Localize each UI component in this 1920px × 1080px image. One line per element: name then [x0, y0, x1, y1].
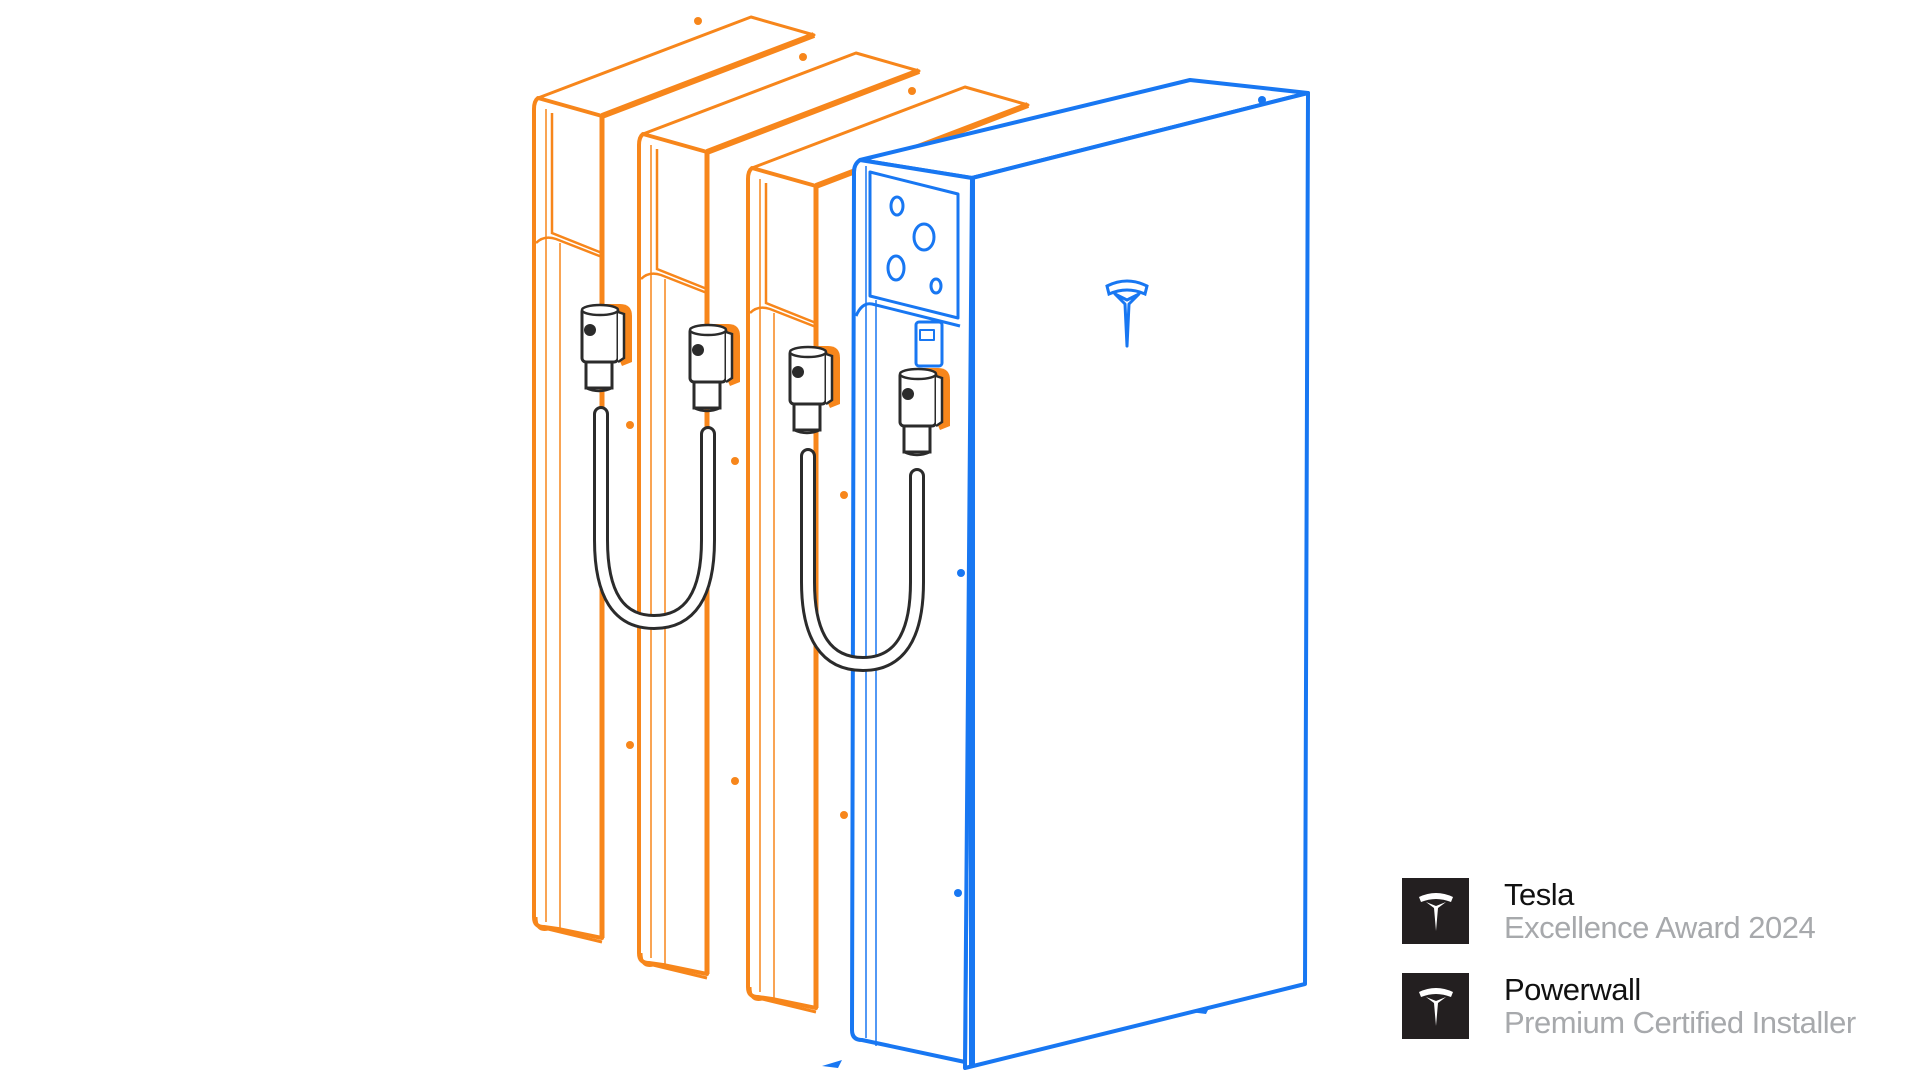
- connector-1: [580, 302, 634, 393]
- link-cable-2: [800, 448, 925, 673]
- award-badge-excellence: Tesla Excellence Award 2024: [1402, 877, 1816, 945]
- award-badge-certified-installer: Powerwall Premium Certified Installer: [1402, 973, 1856, 1039]
- link-cable-1: [593, 406, 716, 631]
- connector-3: [788, 344, 842, 435]
- badge-title: Tesla: [1504, 877, 1574, 912]
- tesla-logo-icon: [1105, 279, 1149, 348]
- badge-subtitle: Excellence Award 2024: [1504, 910, 1816, 945]
- badge-subtitle: Premium Certified Installer: [1504, 1005, 1856, 1040]
- connector-2: [688, 322, 742, 413]
- tesla-logo-icon: [1402, 973, 1469, 1039]
- badge-title: Powerwall: [1504, 972, 1641, 1007]
- powerwall-main-unit: [822, 78, 1310, 1070]
- tesla-logo-icon: [1402, 878, 1469, 944]
